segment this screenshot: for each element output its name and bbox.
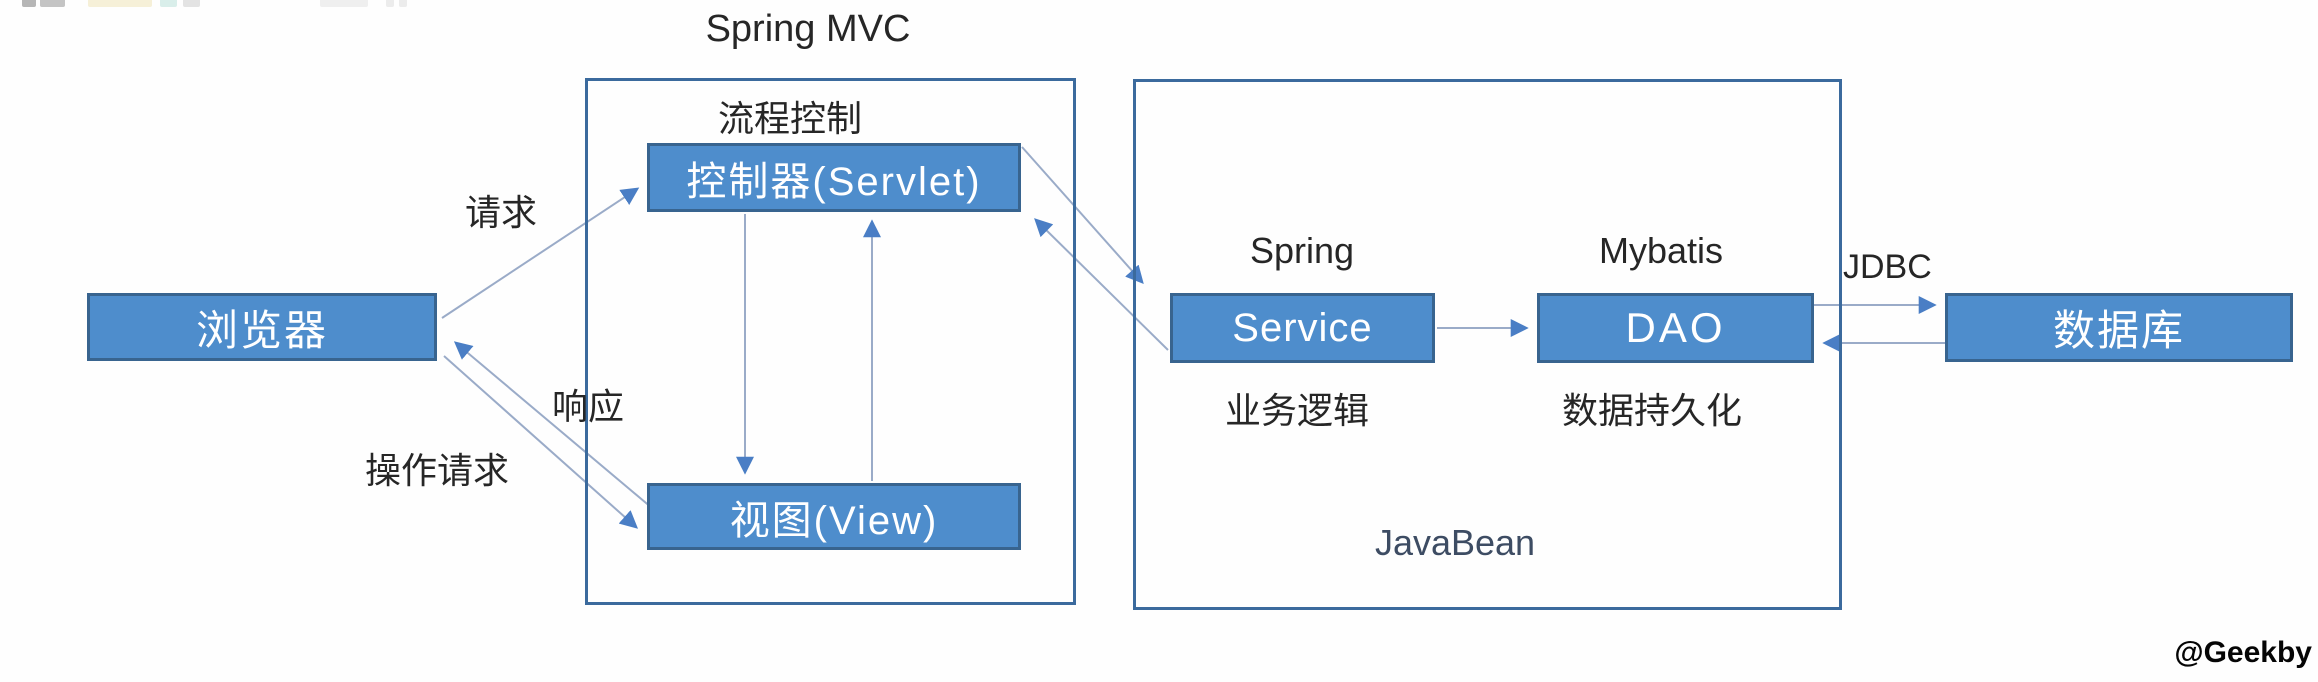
dao-node-label: DAO	[1625, 304, 1726, 351]
spring-annotation: Spring	[1249, 230, 1355, 271]
view-node: 视图(View)	[647, 483, 1021, 550]
top-edge-remnant	[22, 0, 36, 7]
flow-control-label: 流程控制	[717, 98, 862, 139]
mybatis-annotation: Mybatis	[1598, 230, 1724, 271]
top-edge-remnant	[160, 0, 177, 7]
top-edge-remnant	[183, 0, 200, 7]
spring-mvc-container	[585, 78, 1076, 605]
browser-node: 浏览器	[87, 293, 437, 361]
watermark: @Geekby	[2174, 636, 2312, 669]
service-node-label: Service	[1232, 305, 1373, 350]
service-node: Service	[1170, 293, 1435, 363]
browser-node-label: 浏览器	[195, 306, 328, 354]
operation-request-edge-label: 操作请求	[364, 450, 509, 491]
controller-servlet-node: 控制器(Servlet)	[647, 143, 1021, 212]
view-node-label: 视图(View)	[729, 498, 939, 543]
top-edge-remnant	[386, 0, 394, 7]
database-node: 数据库	[1945, 293, 2293, 362]
request-edge-label: 请求	[464, 192, 537, 233]
top-edge-remnant	[399, 0, 407, 7]
top-edge-remnant	[320, 0, 368, 7]
controller-servlet-node-label: 控制器(Servlet)	[686, 159, 982, 204]
dao-node: DAO	[1537, 293, 1814, 363]
jdbc-edge-label: JDBC	[1843, 248, 1932, 286]
spring-mvc-title: Spring MVC	[705, 8, 911, 50]
top-edge-remnant	[40, 0, 65, 7]
top-edge-remnant	[88, 0, 152, 7]
business-logic-annotation: 业务逻辑	[1224, 390, 1369, 431]
javabean-container	[1133, 79, 1842, 610]
javabean-label: JavaBean	[1374, 522, 1536, 563]
response-edge-label: 响应	[551, 386, 624, 427]
data-persistence-annotation: 数据持久化	[1561, 390, 1742, 431]
database-node-label: 数据库	[2052, 307, 2185, 354]
